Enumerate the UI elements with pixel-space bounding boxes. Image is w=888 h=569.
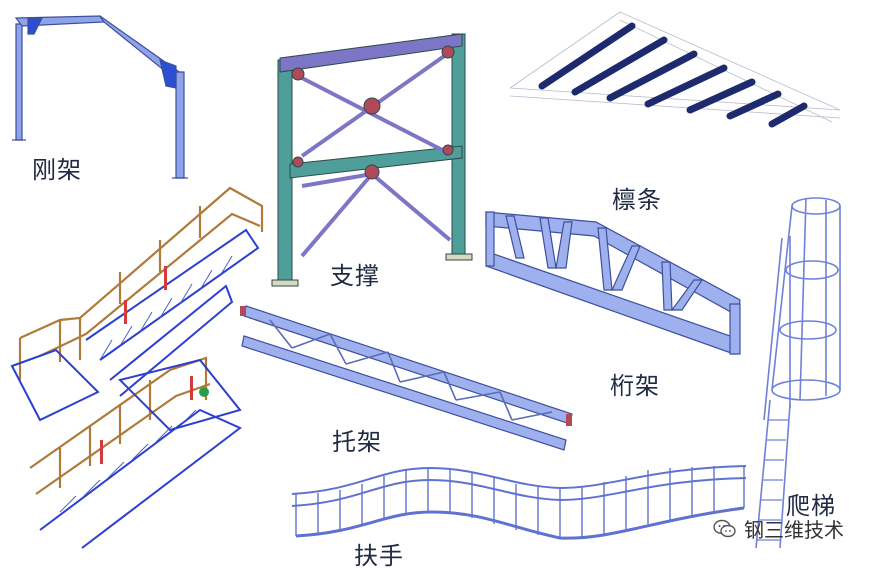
handrail-drawing	[291, 465, 747, 540]
bracket-label: 托架	[332, 428, 382, 456]
bracket-drawing	[240, 305, 573, 451]
rigid-frame-drawing	[12, 15, 188, 179]
purlin-drawing	[509, 11, 841, 128]
rigid-frame-label: 刚架	[32, 156, 82, 184]
watermark: 钢三维技术	[712, 514, 844, 543]
handrail-label: 扶手	[354, 542, 404, 569]
wechat-icon	[713, 519, 736, 537]
staircase-drawing	[10, 186, 264, 549]
bracing-label: 支撑	[330, 262, 380, 290]
truss-drawing	[485, 211, 741, 355]
bracing-frame-drawing	[271, 33, 473, 287]
ladder-label: 爬梯	[786, 492, 836, 520]
ladder-drawing	[755, 197, 841, 549]
truss-label: 桁架	[610, 372, 660, 400]
purlin-label: 檩条	[612, 186, 662, 214]
watermark-text: 钢三维技术	[744, 518, 844, 542]
